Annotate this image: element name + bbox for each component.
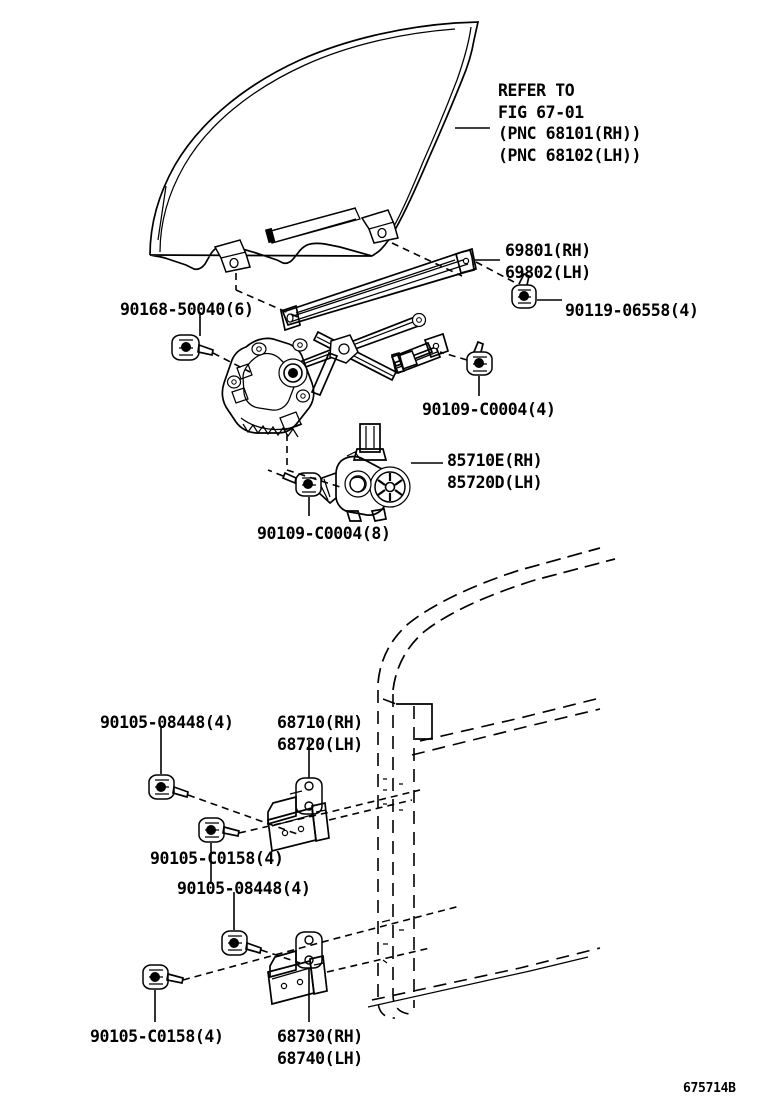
label-door-hinge-lower: 68730(RH)68740(LH) xyxy=(277,1027,363,1068)
assembly-dashed-lines-upper xyxy=(212,242,515,488)
window-regulator-assembly xyxy=(221,247,477,438)
label-bolt-90109-c0004-8: 90109-C0004(8) xyxy=(257,524,391,543)
leader-lines-upper xyxy=(199,127,562,516)
label-bolt-90105-c0158-upper: 90105-C0158(4) xyxy=(150,849,284,868)
label-bolt-90119-06558: 90119-06558(4) xyxy=(565,301,699,320)
label-door-hinge-upper: 68710(RH)68720(LH) xyxy=(277,713,363,754)
bolt-90105-c0158-upper xyxy=(198,817,240,843)
door-frame-phantom-outline xyxy=(367,547,616,1019)
label-bolt-90105-08448-lower: 90105-08448(4) xyxy=(177,879,311,898)
door-window-glass xyxy=(149,21,480,271)
power-window-motor xyxy=(317,423,411,522)
leader-lines-lower xyxy=(154,726,310,1022)
figure-code: 675714B xyxy=(683,1081,736,1096)
label-window-regulator: 69801(RH)69802(LH) xyxy=(505,241,591,282)
label-bolt-90168-50040: 90168-50040(6) xyxy=(120,300,254,319)
bolt-90109-c0004-upper xyxy=(466,340,493,376)
bolt-90105-08448-lower xyxy=(221,930,262,956)
label-bolt-90105-08448-upper: 90105-08448(4) xyxy=(100,713,234,732)
glass-bracket-right xyxy=(360,209,399,244)
glass-bracket-left xyxy=(213,239,251,273)
regulator-base-plate xyxy=(221,337,315,438)
bolt-90119-06558 xyxy=(511,272,537,309)
door-hinge-lower xyxy=(267,931,328,1006)
label-bolt-90109-c0004-4: 90109-C0004(4) xyxy=(422,400,556,419)
assembly-dashed-lines-lower xyxy=(182,789,461,981)
bolt-90109-c0004-lower xyxy=(281,471,322,497)
label-bolt-90105-c0158-lower: 90105-C0158(4) xyxy=(90,1027,224,1046)
bolt-90105-08448-upper xyxy=(148,774,189,800)
label-power-window-motor: 85710E(RH)85720D(LH) xyxy=(447,451,543,492)
glass-stiffener-rail xyxy=(264,207,361,244)
door-hinge-upper xyxy=(267,777,330,853)
bolt-90168-50040 xyxy=(171,334,214,361)
bolt-90105-c0158-lower xyxy=(142,964,184,990)
